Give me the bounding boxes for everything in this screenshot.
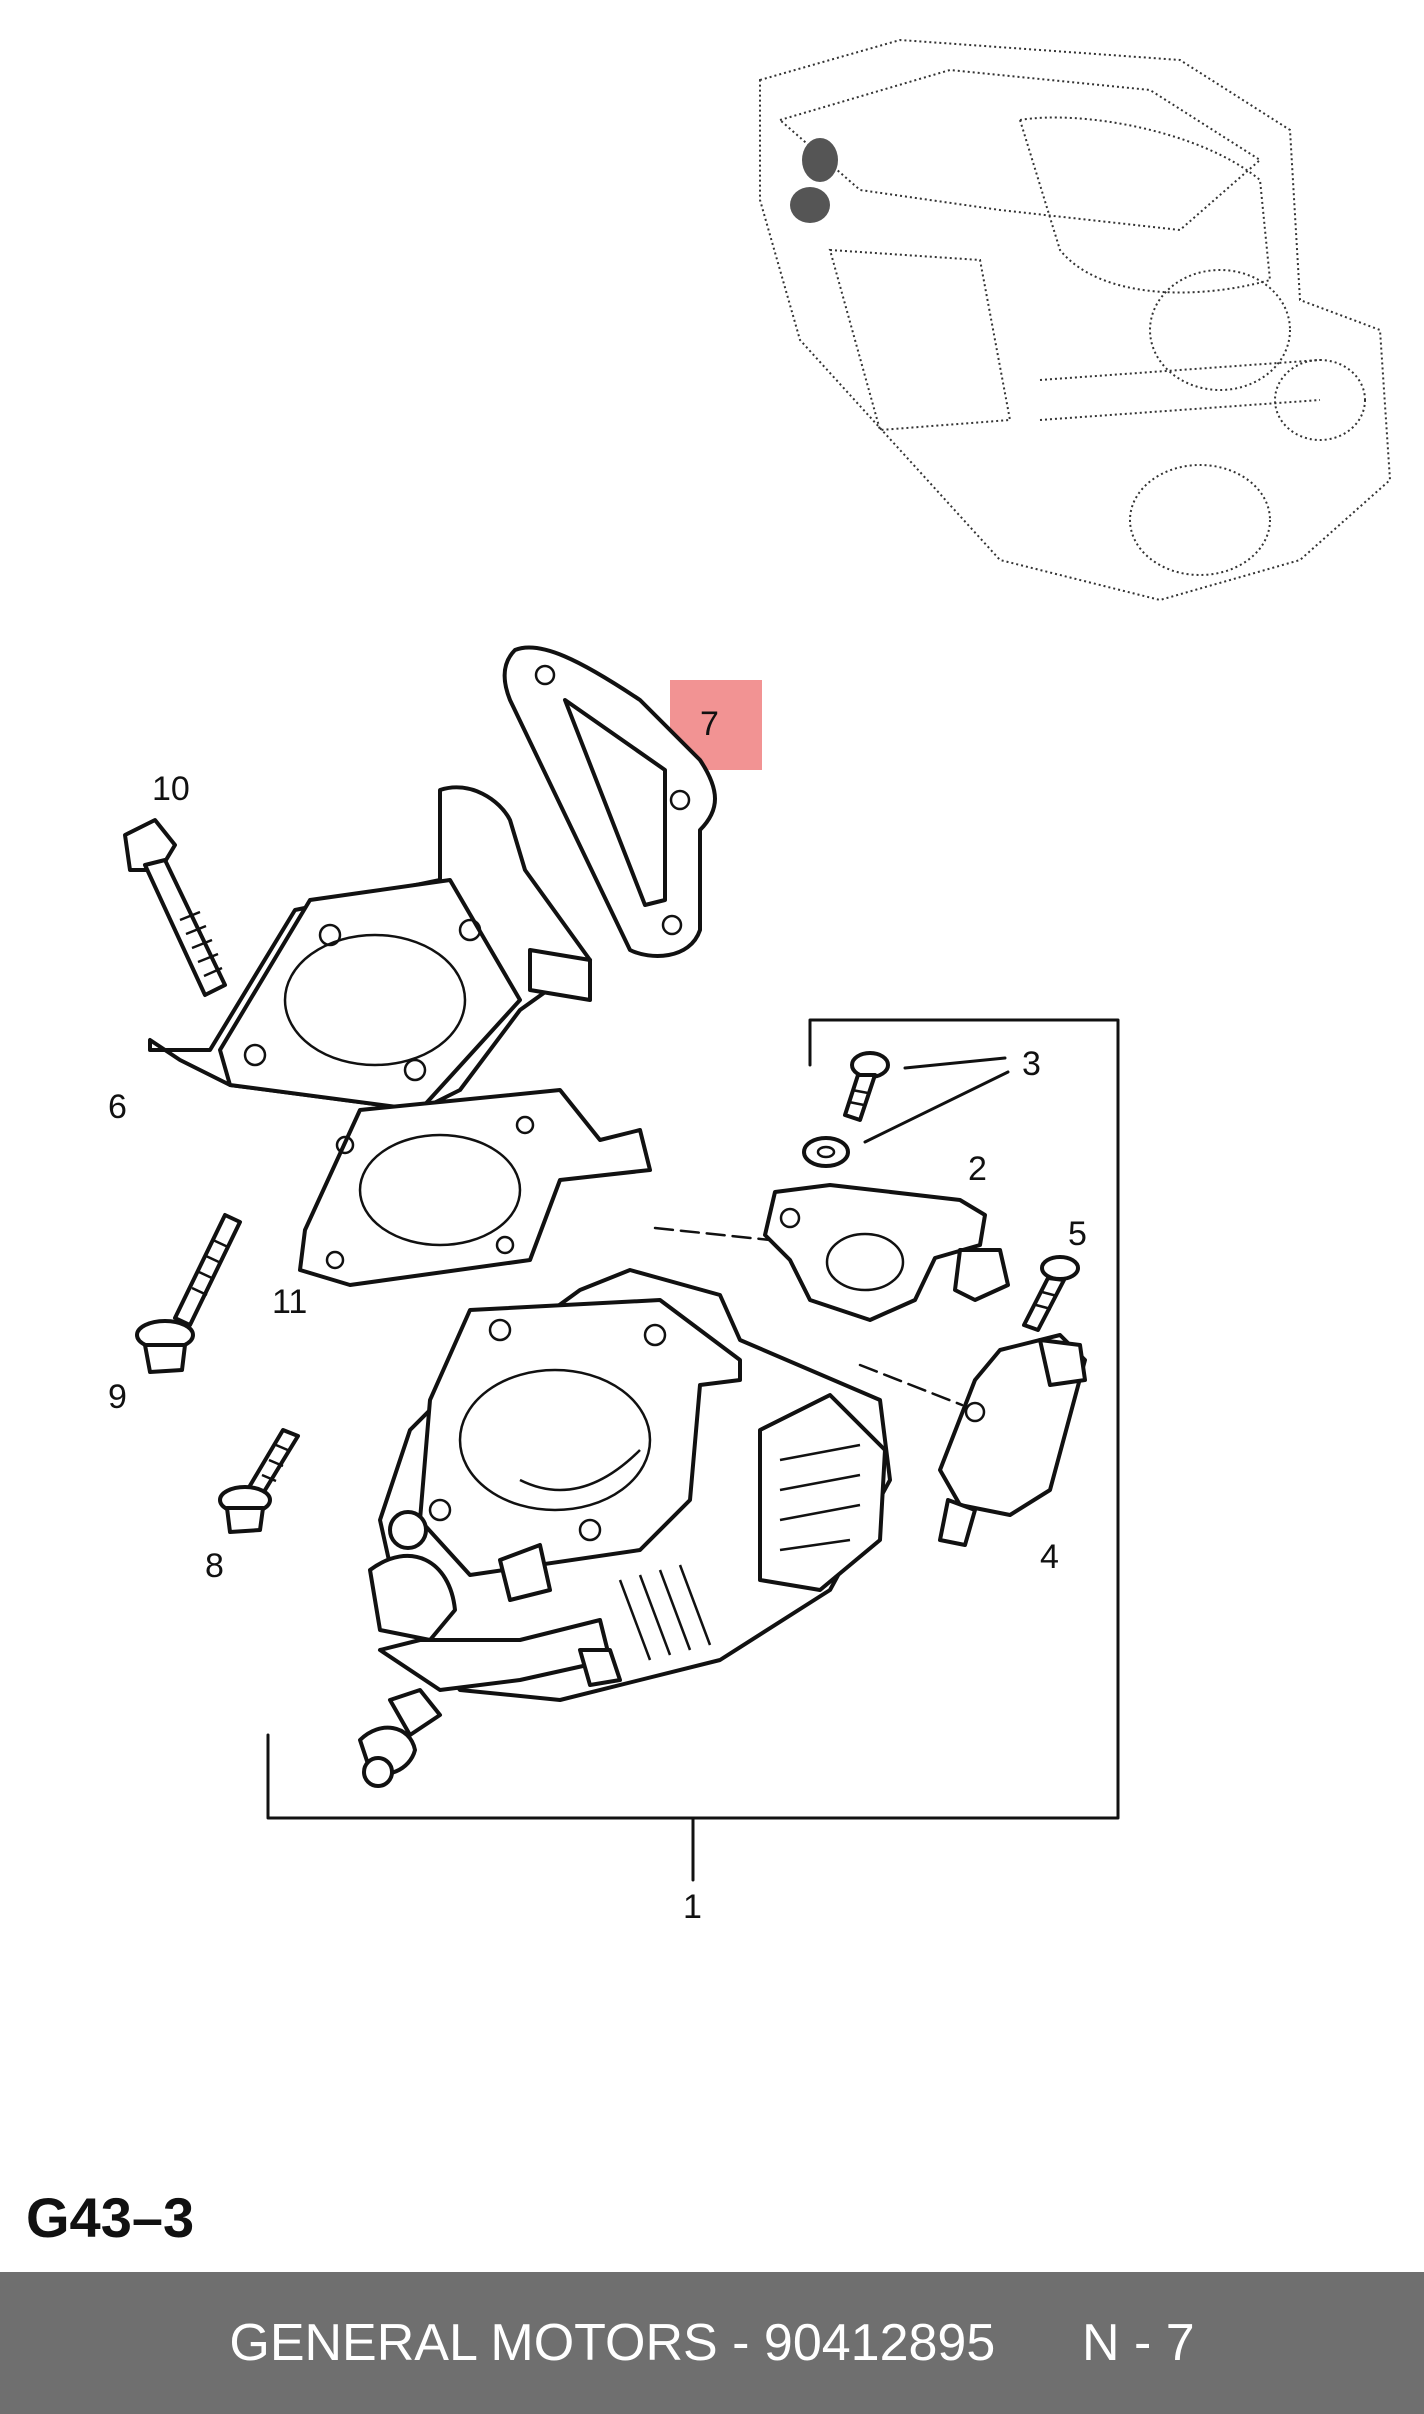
callout-number-5: 5 xyxy=(1068,1215,1087,1253)
part-10-bolt xyxy=(123,818,227,997)
callout-number-2: 2 xyxy=(968,1150,987,1188)
callout-number-3: 3 xyxy=(1022,1045,1041,1083)
part-2-sensor xyxy=(763,1183,1010,1322)
callout-number-4: 4 xyxy=(1040,1538,1059,1576)
part-7-bracket xyxy=(502,645,717,958)
part-8-bolt xyxy=(218,1428,300,1534)
dashed-leader-2 xyxy=(653,1226,772,1242)
dashed-leader-4 xyxy=(858,1363,964,1407)
part-1-throttle-body xyxy=(358,1268,892,1788)
part-5-screw xyxy=(1022,1255,1080,1332)
part-11-gasket xyxy=(298,1088,652,1287)
callout-leader-3a xyxy=(903,1056,1007,1070)
part-4-valve xyxy=(938,1333,1087,1547)
callout-number-10: 10 xyxy=(152,770,190,808)
callout-number-11: 11 xyxy=(272,1283,307,1321)
part-9-bolt xyxy=(135,1213,242,1374)
part-6-flange xyxy=(148,785,592,1112)
engine-overview-illustration xyxy=(759,38,1392,602)
assembly-bracket xyxy=(266,1018,1120,1820)
footer-part-info: GENERAL MOTORS - 90412895 N - 7 xyxy=(229,2314,1195,2372)
callout-number-7: 7 xyxy=(700,705,719,743)
callout-number-9: 9 xyxy=(108,1378,127,1416)
callout-number-8: 8 xyxy=(205,1547,224,1585)
figure-code: G43–3 xyxy=(26,2186,195,2249)
callout-number-6: 6 xyxy=(108,1088,127,1126)
callout-number-1: 1 xyxy=(683,1888,702,1926)
callout-leader-3b xyxy=(863,1070,1010,1144)
footer-bar: GENERAL MOTORS - 90412895 N - 7 xyxy=(0,2272,1424,2414)
part-3-screw-and-washer xyxy=(802,1051,890,1168)
